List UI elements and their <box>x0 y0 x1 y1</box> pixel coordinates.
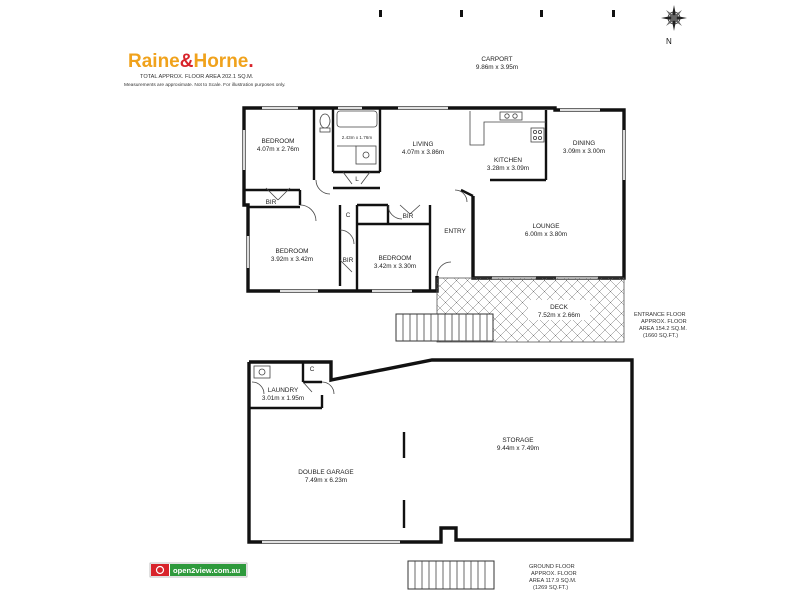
svg-text:(1269 SQ.FT.): (1269 SQ.FT.) <box>533 585 568 591</box>
deck-dims: 7.52m x 2.66m <box>538 312 580 319</box>
brand-name: Raine&Horne. <box>128 51 254 72</box>
door-swings <box>265 171 468 277</box>
storage-label: STORAGE <box>502 437 533 444</box>
compass-rose-icon <box>661 5 687 31</box>
entrance-floor-interior-walls <box>244 108 548 291</box>
ground-floor-labels: LAUNDRY 3.01m x 1.95m C DOUBLE GARAGE 7.… <box>262 366 539 484</box>
open2view-logo: open2view.com.au <box>149 562 248 578</box>
svg-text:AREA 117.9 SQ.M.: AREA 117.9 SQ.M. <box>529 578 577 584</box>
carport-posts <box>379 10 615 17</box>
carport-dims: 9.86m x 3.95m <box>476 64 518 71</box>
lounge-label: LOUNGE <box>533 223 560 230</box>
laundry-dims: 3.01m x 1.95m <box>262 395 304 402</box>
svg-text:APPROX. FLOOR: APPROX. FLOOR <box>531 571 577 577</box>
ground-stairs <box>407 560 495 590</box>
kitchen-dims: 3.28m x 3.09m <box>487 165 529 172</box>
bir3-label: BIR <box>403 213 414 220</box>
north-label: N <box>666 37 672 46</box>
dining-label: DINING <box>573 140 595 147</box>
entry-label: ENTRY <box>444 228 466 235</box>
bedroom3-label: BEDROOM <box>378 255 411 262</box>
svg-text:AREA 154.2 SQ.M.: AREA 154.2 SQ.M. <box>639 326 687 332</box>
bath-dims: 2.43m x 1.76m <box>342 135 373 140</box>
garage-label: DOUBLE GARAGE <box>298 469 353 476</box>
svg-text:APPROX. FLOOR: APPROX. FLOOR <box>641 319 687 325</box>
camera-icon <box>155 565 165 575</box>
bathroom-fixtures <box>319 110 378 165</box>
deck-stairs <box>395 313 494 342</box>
cupboard1-label: C <box>346 212 351 219</box>
disclaimer-label: Measurements are approximate. Not to Sca… <box>124 82 285 88</box>
ground-floor-walls <box>247 358 634 544</box>
linen-label: L <box>355 176 359 183</box>
garage-dims: 7.49m x 6.23m <box>305 477 347 484</box>
bedroom3-dims: 3.42m x 3.30m <box>374 263 416 270</box>
bedroom2-dims: 3.92m x 3.42m <box>271 256 313 263</box>
bedroom1-dims: 4.07m x 2.76m <box>257 146 299 153</box>
brand-logo: Raine&Horne. TOTAL APPROX. FLOOR AREA 20… <box>124 51 285 88</box>
deck-label: DECK <box>550 304 568 311</box>
deck <box>436 277 625 343</box>
ground-floor-area-note: GROUND FLOOR APPROX. FLOOR AREA 117.9 SQ… <box>529 564 577 591</box>
dining-dims: 3.09m x 3.00m <box>563 148 605 155</box>
kitchen-label: KITCHEN <box>494 157 522 164</box>
lounge-dims: 6.00m x 3.80m <box>525 231 567 238</box>
living-dims: 4.07m x 3.86m <box>402 149 444 156</box>
open2view-text: open2view.com.au <box>173 566 241 575</box>
bir1-label: BIR <box>266 199 277 206</box>
bedroom1-label: BEDROOM <box>261 138 294 145</box>
bedroom2-label: BEDROOM <box>275 248 308 255</box>
entrance-floor-area-note: ENTRANCE FLOOR APPROX. FLOOR AREA 154.2 … <box>634 312 687 339</box>
ground-floor-fixtures <box>251 365 335 395</box>
carport-label: CARPORT <box>481 56 512 63</box>
kitchen-fixtures <box>469 111 546 146</box>
total-area-label: TOTAL APPROX. FLOOR AREA 202.1 SQ.M. <box>140 74 254 80</box>
entrance-floor-labels: BEDROOM 4.07m x 2.76m LIVING 4.07m x 3.8… <box>257 138 605 270</box>
bir2-label: BIR <box>343 257 354 264</box>
svg-text:ENTRANCE FLOOR: ENTRANCE FLOOR <box>634 312 686 318</box>
laundry-label: LAUNDRY <box>268 387 299 394</box>
svg-text:GROUND FLOOR: GROUND FLOOR <box>529 564 575 570</box>
living-label: LIVING <box>413 141 434 148</box>
cupboard2-label: C <box>310 366 315 373</box>
svg-text:(1660 SQ.FT.): (1660 SQ.FT.) <box>643 333 678 339</box>
storage-dims: 9.44m x 7.49m <box>497 445 539 452</box>
